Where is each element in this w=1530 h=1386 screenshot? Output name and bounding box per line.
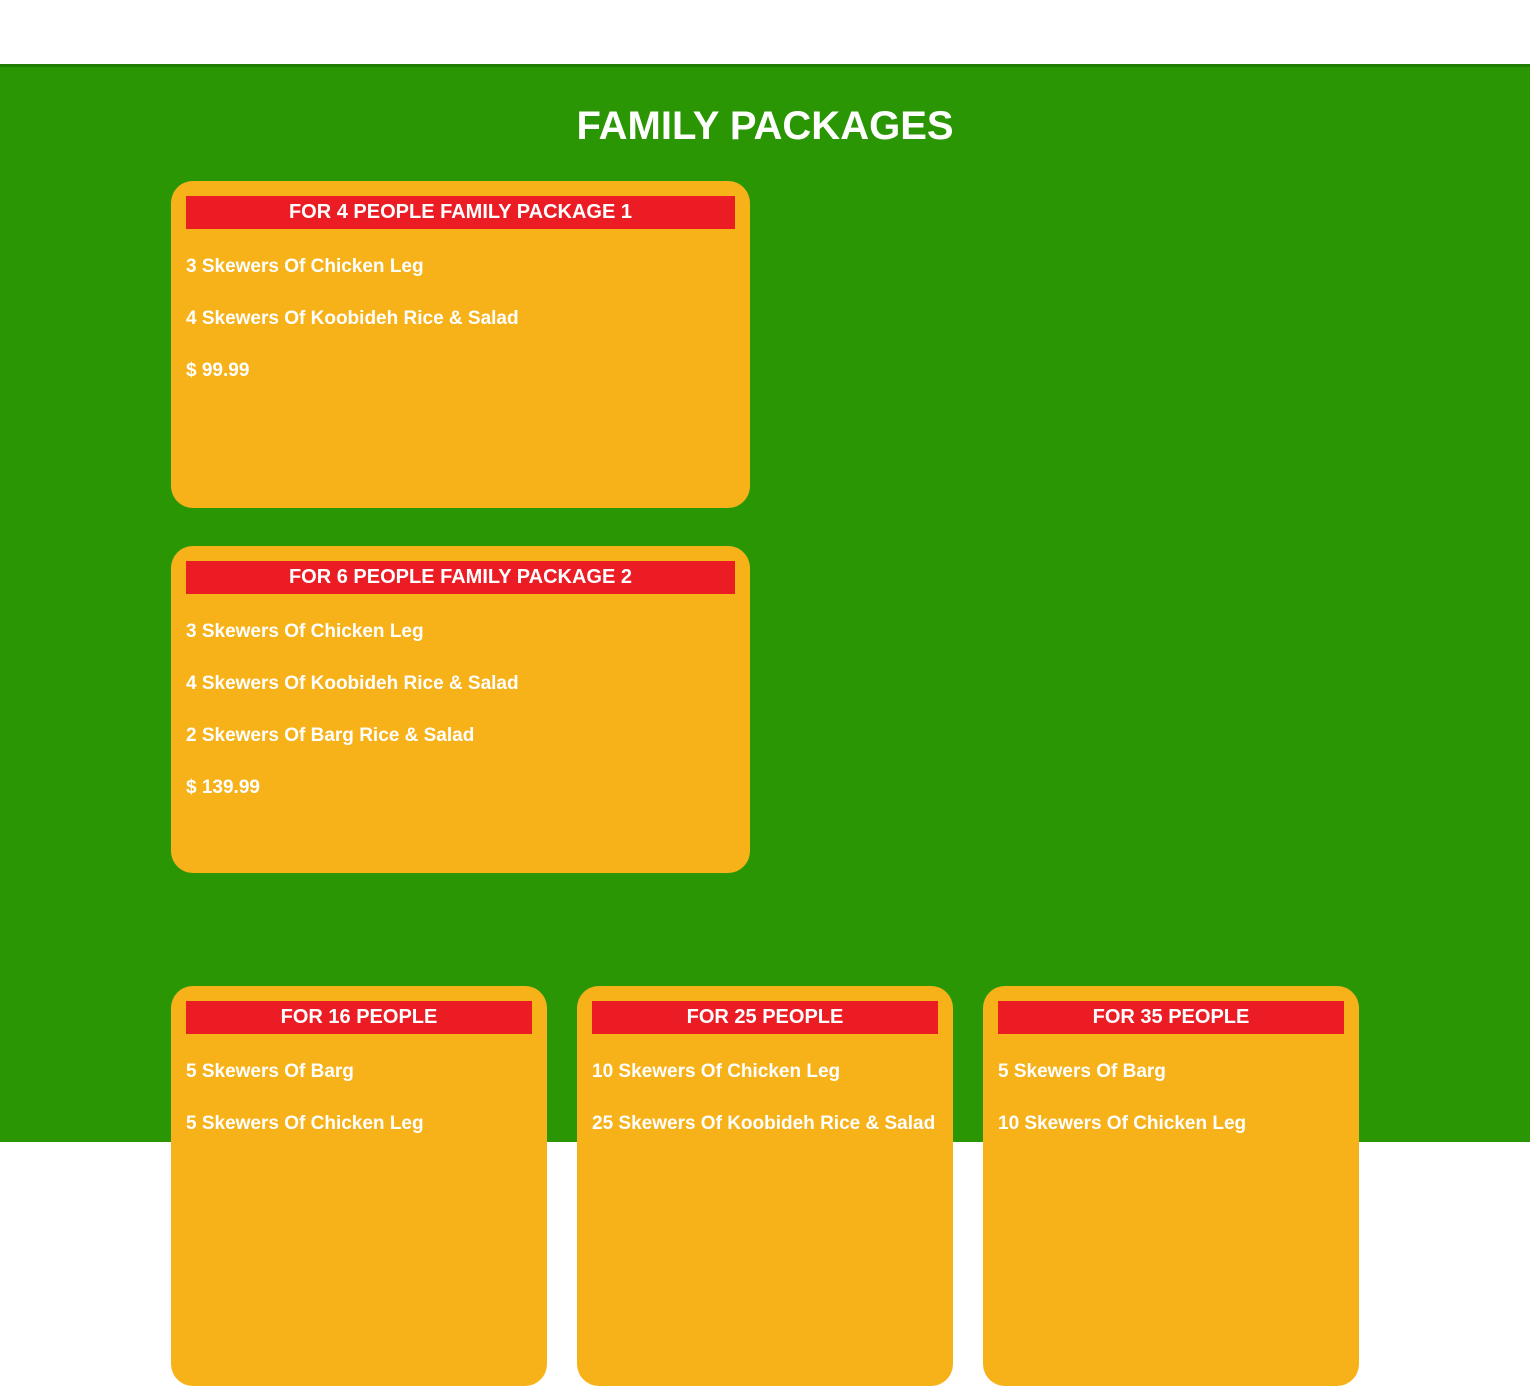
package-header-banner: FOR 4 PEOPLE FAMILY PACKAGE 1	[186, 196, 735, 229]
package-price: $ 139.99	[186, 777, 260, 798]
package-header-banner: FOR 16 PEOPLE	[186, 1001, 532, 1034]
package-item: 2 Skewers Of Barg Rice & Salad	[186, 725, 475, 746]
package-body: 3 Skewers Of Chicken Leg 4 Skewers Of Ko…	[186, 229, 735, 382]
package-item: 5 Skewers Of Barg	[998, 1061, 1166, 1082]
package-header-banner: FOR 6 PEOPLE FAMILY PACKAGE 2	[186, 561, 735, 594]
package-body: 5 Skewers Of Barg 5 Skewers Of Chicken L…	[186, 1034, 532, 1135]
package-header-label: FOR 4 PEOPLE FAMILY PACKAGE 1	[288, 201, 633, 223]
top-white-strip	[0, 0, 1530, 64]
package-card-16-people: FOR 16 PEOPLE 5 Skewers Of Barg 5 Skewer…	[171, 986, 547, 1386]
package-header-label: FOR 35 PEOPLE	[1092, 1006, 1250, 1028]
package-header-label: FOR 6 PEOPLE FAMILY PACKAGE 2	[288, 566, 633, 588]
package-item: 5 Skewers Of Chicken Leg	[186, 1113, 424, 1134]
package-card-35-people: FOR 35 PEOPLE 5 Skewers Of Barg 10 Skewe…	[983, 986, 1359, 1386]
package-item: 25 Skewers Of Koobideh Rice & Salad	[592, 1113, 936, 1134]
package-item: 4 Skewers Of Koobideh Rice & Salad	[186, 673, 519, 694]
package-price: $ 99.99	[186, 360, 250, 381]
package-body: 5 Skewers Of Barg 10 Skewers Of Chicken …	[998, 1034, 1344, 1135]
package-item: 4 Skewers Of Koobideh Rice & Salad	[186, 308, 519, 329]
family-packages-section: FAMILY PACKAGES FOR 4 PEOPLE FAMILY PACK…	[0, 64, 1530, 1386]
package-header-banner: FOR 25 PEOPLE	[592, 1001, 938, 1034]
group-packages-grid: FOR 16 PEOPLE 5 Skewers Of Barg 5 Skewer…	[171, 986, 1359, 1386]
package-body: 10 Skewers Of Chicken Leg 25 Skewers Of …	[592, 1034, 938, 1135]
package-item: 10 Skewers Of Chicken Leg	[592, 1061, 841, 1082]
package-header-label: FOR 16 PEOPLE	[280, 1006, 438, 1028]
content-container: FOR 4 PEOPLE FAMILY PACKAGE 1 3 Skewers …	[171, 181, 1359, 1386]
package-card-family-1: FOR 4 PEOPLE FAMILY PACKAGE 1 3 Skewers …	[171, 181, 750, 508]
package-header-banner: FOR 35 PEOPLE	[998, 1001, 1344, 1034]
package-card-family-2: FOR 6 PEOPLE FAMILY PACKAGE 2 3 Skewers …	[171, 546, 750, 873]
package-item: 10 Skewers Of Chicken Leg	[998, 1113, 1247, 1134]
package-card-25-people: FOR 25 PEOPLE 10 Skewers Of Chicken Leg …	[577, 986, 953, 1386]
package-header-label: FOR 25 PEOPLE	[686, 1006, 844, 1028]
package-item: 3 Skewers Of Chicken Leg	[186, 256, 424, 277]
page-title: FAMILY PACKAGES	[576, 104, 954, 148]
package-item: 5 Skewers Of Barg	[186, 1061, 354, 1082]
family-packages-grid: FOR 4 PEOPLE FAMILY PACKAGE 1 3 Skewers …	[171, 181, 1359, 873]
package-item: 3 Skewers Of Chicken Leg	[186, 621, 424, 642]
package-body: 3 Skewers Of Chicken Leg 4 Skewers Of Ko…	[186, 594, 735, 799]
